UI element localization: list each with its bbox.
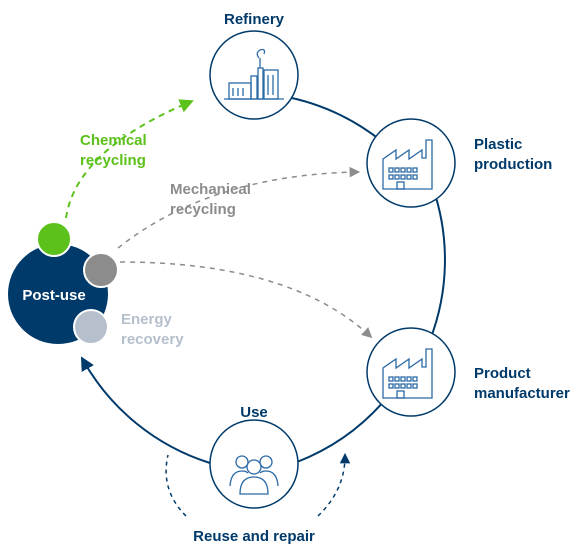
energy-recovery-label-line2: recovery [121,331,184,348]
use-node [209,419,299,509]
mechanical-recycling-arrow [117,166,361,249]
energy-recovery-label: Energy recovery [121,310,184,350]
mechanical-recycling-dot [83,252,119,288]
reuse-and-repair-label: Reuse and repair [193,528,315,545]
postuse-to-product-arrow [119,261,373,339]
plastic-production-label-line1: Plastic [474,136,523,153]
product-manufacturer-label-line1: Product [474,365,531,382]
mechanical-recycling-label: Mechanical recycling [170,180,251,220]
chemical-recycling-dot [36,221,72,257]
energy-recovery-label-line1: Energy [121,311,172,328]
cycle-arc-product-use [296,399,386,463]
chemical-recycling-label-line1: Chemical [80,132,147,149]
mechanical-recycling-label-line1: Mechanical [170,181,251,198]
refinery-node [209,30,299,120]
product-manufacturer-label: Product manufacturer [474,364,570,404]
cycle-arc-use-postuse [80,356,211,464]
energy-recovery-dot [73,309,109,345]
reuse-arrow-right [317,452,351,517]
plastic-production-node [366,118,456,208]
use-label: Use [240,404,268,421]
mechanical-recycling-label-line2: recycling [170,201,236,218]
product-manufacturer-node [366,327,456,417]
refinery-icon [224,48,284,100]
factory-icon [382,348,433,399]
product-manufacturer-label-line2: manufacturer [474,385,570,402]
chemical-recycling-label-line2: recycling [80,152,146,169]
cycle-arc-plastic-product [429,187,446,341]
chemical-recycling-label: Chemical recycling [80,131,147,171]
refinery-label: Refinery [223,11,285,28]
post-use-label: Post-use [22,287,86,304]
factory-icon [382,139,433,190]
plastic-production-label: Plastic production [474,135,552,175]
plastic-production-label-line2: production [474,156,553,173]
reuse-arrow-left [165,454,187,517]
users-icon [229,455,279,495]
chemical-recycling-arrow [65,99,194,219]
